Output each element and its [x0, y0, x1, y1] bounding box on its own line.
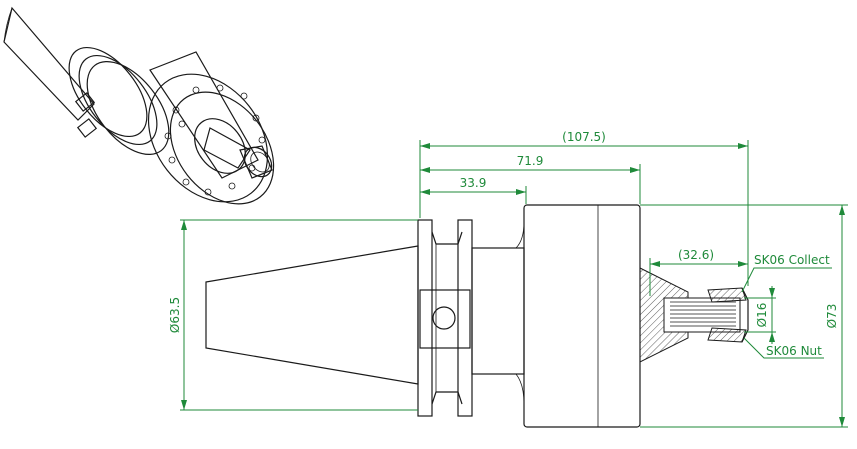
nut-bottom — [707, 327, 747, 343]
dim-collet-bore: Ø16 — [755, 303, 769, 328]
dim-flange-diameter: Ø63.5 — [168, 297, 182, 333]
side-view — [205, 204, 749, 428]
nut-top — [707, 287, 747, 303]
key-hole — [432, 306, 456, 330]
dim-flange-to-body-end: 71.9 — [517, 154, 544, 168]
collet — [663, 297, 741, 333]
taper-shank — [205, 245, 419, 385]
neck — [471, 247, 525, 375]
callout-nut: SK06 Nut — [766, 344, 822, 358]
callout-collet: SK06 Collect — [754, 253, 830, 267]
dim-taper-to-flange: 33.9 — [460, 176, 487, 190]
dimensions — [180, 140, 848, 428]
face-holes — [164, 84, 266, 196]
dim-body-diameter: Ø73 — [825, 304, 839, 329]
body — [523, 204, 641, 428]
flange-left — [417, 219, 433, 417]
dim-overall-length: (107.5) — [562, 130, 606, 144]
isometric-view — [3, 6, 275, 205]
collet-slits — [670, 301, 736, 327]
dim-nose-length: (32.6) — [678, 248, 714, 262]
